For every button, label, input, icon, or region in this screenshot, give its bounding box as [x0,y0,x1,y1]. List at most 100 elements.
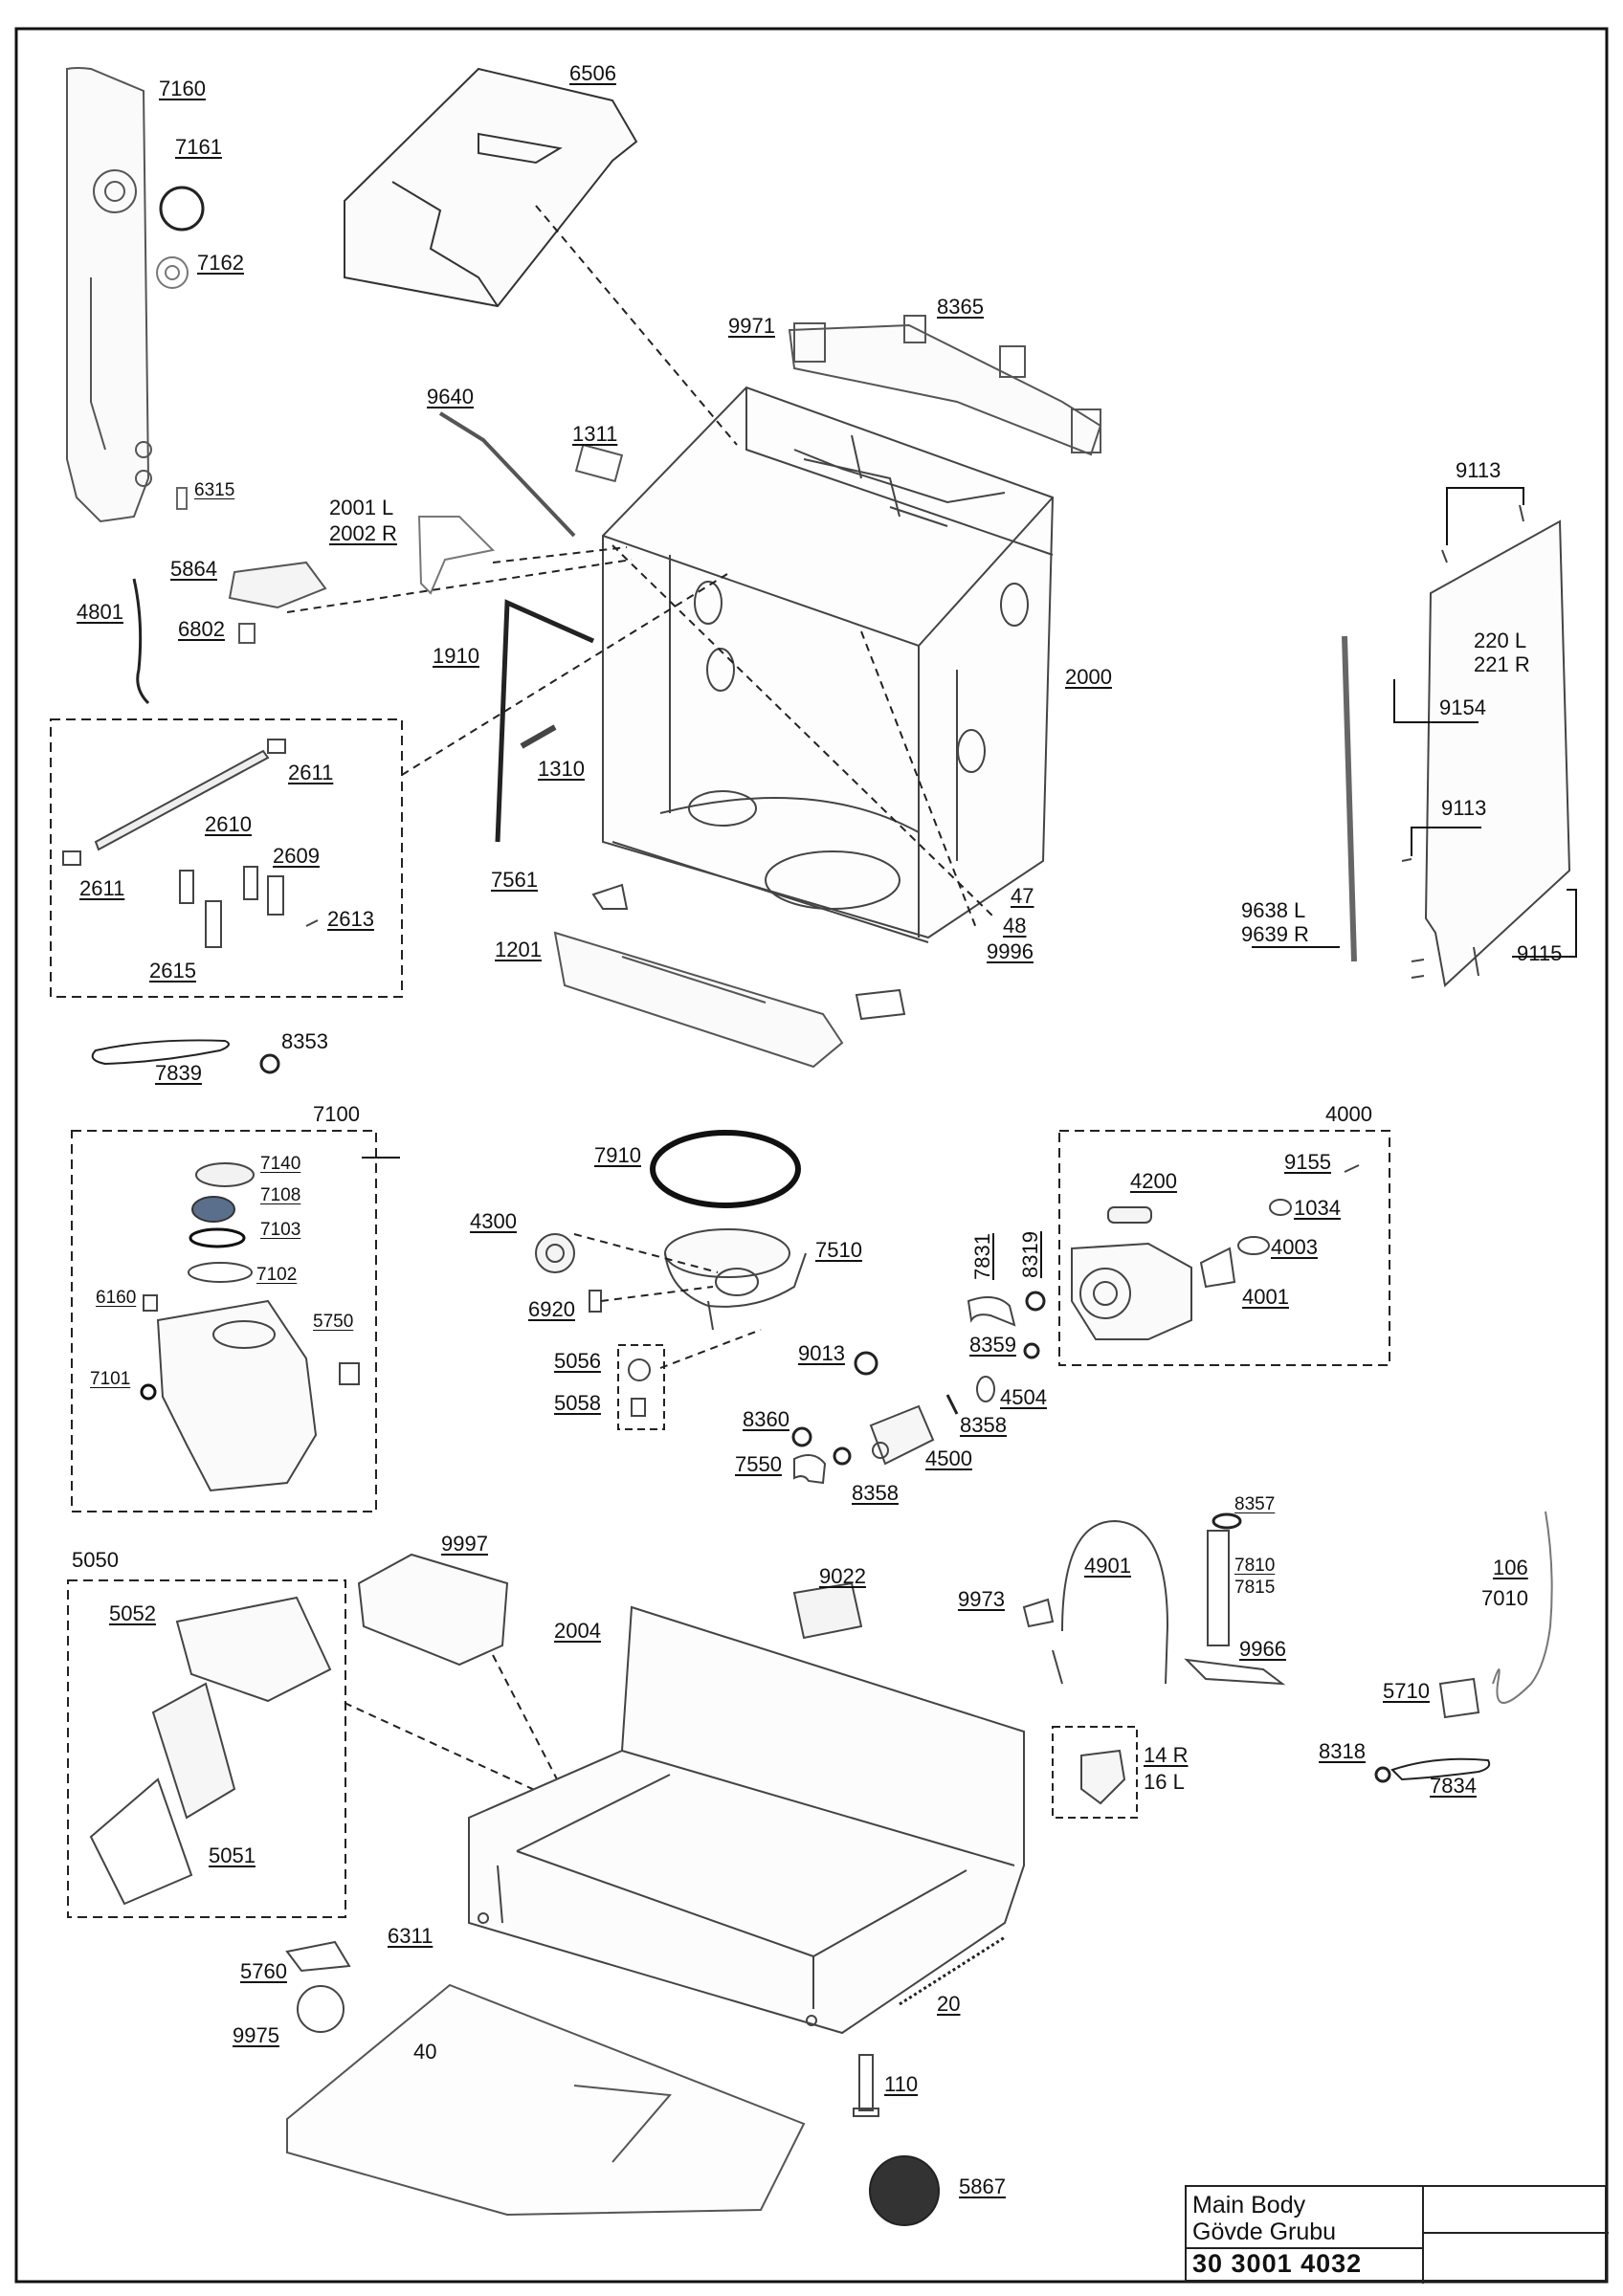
elbow-7550 [793,1454,827,1485]
group-box-5056 [617,1344,665,1430]
drawing-border [14,27,1609,2284]
leader-lines-pump [573,1233,762,1369]
cable-4801 [132,578,150,705]
label-1034: 1034 [1294,1196,1341,1220]
label-7161: 7161 [175,135,222,159]
toe-kick-1201 [553,931,844,1069]
pump-4300 [535,1233,575,1273]
clamp-8359 [1023,1342,1040,1359]
label-9966: 9966 [1239,1637,1286,1661]
label-9155: 9155 [1284,1150,1331,1174]
label-2002-r: 2002 R [329,521,397,545]
group-label-4000: 4000 [1325,1102,1372,1126]
label-9022: 9022 [819,1564,866,1588]
label-4003: 4003 [1271,1235,1318,1259]
base-tray-40 [286,1983,806,2217]
label-8353: 8353 [281,1029,328,1053]
label-110: 110 [884,2072,919,2096]
clamp-8319 [1025,1291,1046,1312]
label-9639-r: 9639 R [1241,922,1309,946]
filter-9975 [297,1985,345,2033]
label-7102: 7102 [256,1265,298,1285]
label-7910: 7910 [594,1143,641,1167]
part-9022 [792,1581,863,1640]
group-4000-parts [1071,1164,1360,1340]
top-rail-9971 [788,315,1102,456]
hose-7834 [1390,1757,1491,1781]
label-1310: 1310 [538,757,585,781]
label-4200: 4200 [1130,1169,1177,1193]
seal-4504 [976,1376,995,1402]
title-turkish: Gövde Grubu [1192,2219,1337,2245]
label-9638-l: 9638 L [1241,898,1306,922]
label-16-l: 16 L [1144,1770,1185,1794]
sump-7510 [664,1228,807,1331]
label-7550: 7550 [735,1452,782,1476]
label-8357: 8357 [1234,1494,1276,1514]
group-box-2611 [50,718,403,998]
label-7839: 7839 [155,1061,202,1085]
label-9997: 9997 [441,1532,488,1556]
label-7510: 7510 [815,1238,862,1262]
clamp-9013 [854,1351,878,1376]
bracket-lines-9113 [1252,487,1577,958]
label-5051: 5051 [209,1843,256,1867]
air-duct-7160 [66,67,152,523]
label-5750: 5750 [313,1312,354,1332]
label-8318: 8318 [1319,1739,1366,1763]
label-8359: 8359 [969,1333,1016,1357]
part-5760 [285,1940,351,1973]
clip-8353 [259,1053,280,1074]
part-5056 [628,1358,651,1381]
label-7160: 7160 [159,77,206,100]
label-1910: 1910 [433,644,479,668]
trim-9638 [1342,635,1357,962]
clamp-8358a [945,1394,959,1415]
label-4901: 4901 [1084,1554,1131,1578]
hose-7831 [967,1296,1016,1327]
screws-9113 [1401,504,1524,979]
label-14-r: 14 R [1144,1743,1189,1767]
label-7140: 7140 [260,1154,301,1174]
base-frame-2004 [468,1605,1025,2035]
document-number: 30 3001 4032 [1192,2249,1363,2278]
part-6802 [238,623,256,644]
label-8319: 8319 [1018,1231,1042,1278]
label-7810: 7810 [1234,1556,1276,1576]
label-20: 20 [937,1992,961,2016]
hinge-right [855,988,906,1021]
label-221-r: 221 R [1474,652,1530,676]
hose-7810 [1207,1530,1230,1646]
label-6160: 6160 [96,1288,137,1308]
group-label-7100: 7100 [313,1102,360,1126]
label-5760: 5760 [240,1959,287,1983]
label-6920: 6920 [528,1297,575,1321]
label-4001: 4001 [1242,1285,1289,1309]
label-9113-bottom: 9113 [1441,796,1487,820]
group-box-4000 [1058,1130,1390,1366]
clamp-8357 [1212,1512,1242,1530]
group-box-7100 [71,1130,377,1512]
label-7101: 7101 [90,1369,131,1389]
title-right-divider [1422,2232,1609,2234]
clamp-8358b [833,1446,852,1466]
cable-9640 [438,411,576,538]
title-divider [1187,2247,1424,2249]
label-2609: 2609 [273,844,320,868]
label-2001-l: 2001 L [329,496,394,519]
disc-7162 [156,256,189,289]
valve-14r [1080,1749,1126,1805]
label-2000: 2000 [1065,665,1112,689]
part-5710 [1438,1677,1480,1719]
label-1311: 1311 [572,422,618,446]
group-2611-parts [62,739,319,948]
label-7010: 7010 [1481,1586,1528,1610]
pad-5867 [869,2155,940,2226]
label-9013: 9013 [798,1341,845,1365]
label-5052: 5052 [109,1601,156,1625]
clamp-8360 [791,1426,812,1447]
label-2610: 2610 [205,812,252,836]
title-vertical-divider [1422,2187,1424,2284]
pin-1310 [520,724,557,749]
label-9975: 9975 [233,2023,279,2047]
